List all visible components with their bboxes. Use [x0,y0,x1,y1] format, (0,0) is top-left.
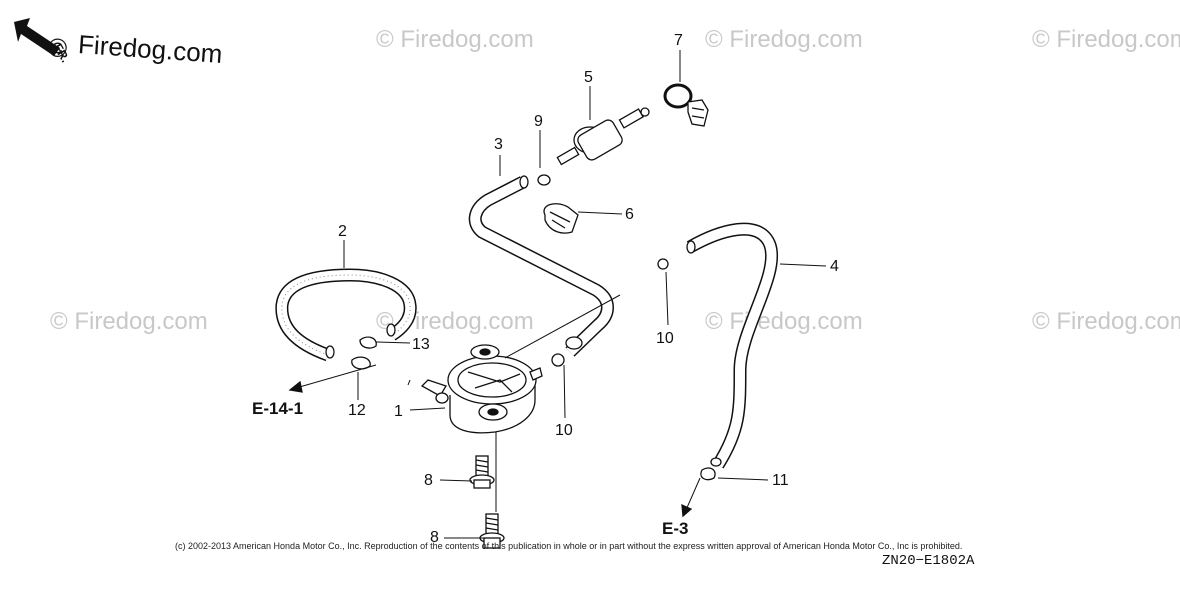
fuel-pump-1 [420,344,543,434]
callout-1: 1 [394,403,403,420]
watermark: © Firedog.com [376,26,534,53]
callout-5: 5 [584,69,593,86]
callout-12: 12 [348,402,366,419]
callout-7: 7 [674,32,683,49]
watermark: © Firedog.com [50,308,208,335]
callout-10b: 10 [555,422,573,439]
watermark: © Firedog.com [1032,26,1180,53]
watermark: © Firedog.com [705,308,863,335]
callout-3: 3 [494,136,503,153]
callout-2: 2 [338,223,347,240]
callout-11: 11 [772,472,789,489]
fuel-filter-5 [556,107,650,166]
front-arrow-icon [14,18,60,56]
hose-2-inner [276,269,416,360]
bolt-8-lower [479,513,505,549]
ref-e-3[interactable]: E-3 [662,519,689,538]
callout-4: 4 [830,258,839,275]
callout-9: 9 [534,113,543,130]
callout-8b: 8 [430,529,439,546]
ref-e-14-1[interactable]: E-14-1 [252,399,304,418]
callout-8a: 8 [424,472,433,489]
diagram-code: ZN20−E1802A [882,553,975,569]
bolt-8-upper [469,455,495,489]
callout-13: 13 [412,336,430,353]
clip-6 [543,203,579,234]
clip-7 [663,83,709,127]
copyright-notice: (c) 2002-2013 American Honda Motor Co., … [175,541,963,551]
callout-6: 6 [625,206,634,223]
callout-10a: 10 [656,330,674,347]
watermark: © Firedog.com [705,26,863,53]
watermark: © Firedog.com [1032,308,1180,335]
